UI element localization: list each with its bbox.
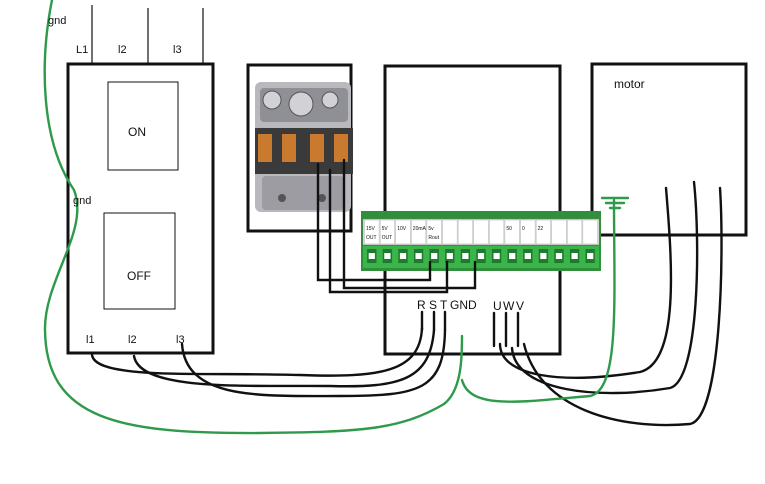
label-T: T [440, 298, 448, 312]
label-l2-bottom: l2 [128, 334, 137, 346]
terminal-label-cell [567, 219, 583, 245]
vfd-box [383, 64, 562, 356]
terminal-label: 5v [428, 226, 434, 232]
terminal-sublabel: Rout [428, 235, 439, 241]
terminal-label-cell [582, 219, 598, 245]
black-wires [90, 158, 723, 427]
terminal-label-cell [426, 219, 442, 245]
terminal-slot [540, 253, 547, 259]
terminal-label-cell [395, 219, 411, 245]
label-motor: motor [614, 77, 645, 91]
label-on: ON [128, 125, 146, 139]
terminal-slot [368, 253, 375, 259]
label-l2-top: l2 [118, 44, 127, 56]
ground-wire [43, 0, 630, 435]
terminal-slot [571, 253, 578, 259]
label-l3-bottom: l3 [176, 334, 185, 346]
label-V: V [516, 299, 524, 313]
off-button[interactable] [103, 212, 176, 310]
terminal-label-cell [473, 219, 489, 245]
terminal-label-cell [535, 219, 551, 245]
label-GND: GND [450, 298, 477, 312]
switch-box [66, 62, 215, 355]
terminal-slot [431, 253, 438, 259]
label-l1-bottom: l1 [86, 334, 95, 346]
terminal-slot [415, 253, 422, 259]
terminal-label: 15V [366, 226, 376, 232]
terminal-slot [555, 253, 563, 259]
terminal-label: 50 [506, 226, 512, 232]
on-button[interactable] [107, 81, 179, 171]
terminal-label-cell [364, 219, 380, 245]
label-W: W [503, 299, 515, 313]
label-off: OFF [127, 269, 151, 283]
terminal-label-cell [411, 219, 427, 245]
terminal-label: 5V [382, 226, 389, 232]
terminal-slot [462, 253, 469, 259]
terminal-slot [493, 253, 500, 259]
contactor-image [255, 82, 353, 212]
terminal-slot [384, 253, 391, 259]
terminal-sublabel: OUT [366, 235, 377, 241]
terminal-slot [446, 253, 453, 259]
label-L1-top: L1 [76, 44, 88, 56]
terminal-label-cell [520, 219, 536, 245]
label-R: R [417, 298, 426, 312]
label-gnd-mid: gnd [73, 195, 91, 207]
terminal-sublabel: OUT [382, 235, 393, 241]
terminal-slot [524, 253, 531, 259]
supply-lines [91, 5, 204, 64]
label-S: S [429, 298, 437, 312]
terminal-label: 10V [397, 226, 407, 232]
terminal-label-cell [551, 219, 567, 245]
terminal-slot [509, 253, 516, 259]
terminal-label-cell [504, 219, 520, 245]
terminal-slot [399, 253, 407, 259]
label-gnd-top: gnd [48, 15, 66, 27]
terminal-label-cell [489, 219, 505, 245]
terminal-label: 22 [538, 226, 544, 232]
terminal-label-cell [379, 219, 395, 245]
terminal-label: 0 [522, 226, 525, 232]
terminal-label-cell [442, 219, 458, 245]
terminal-slot [587, 253, 594, 259]
terminal-slot [477, 253, 485, 259]
terminal-label-cell [457, 219, 473, 245]
label-U: U [493, 299, 502, 313]
label-l3-top: l3 [173, 44, 182, 56]
terminal-label: 20mA [413, 226, 427, 232]
